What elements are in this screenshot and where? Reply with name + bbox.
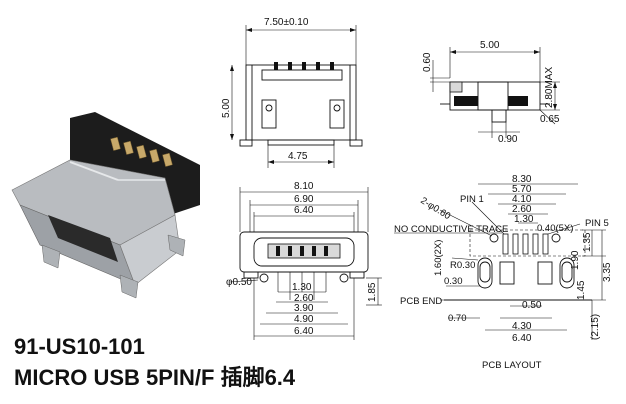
connector-render — [11, 112, 200, 299]
pcb-r4: 1.45 — [576, 280, 587, 300]
pcb-top-3: 4.10 — [512, 194, 532, 205]
front-top-width: 7.50±0.10 — [264, 17, 309, 28]
bottom-p5: 6.40 — [294, 326, 314, 337]
part-number: 91-US10-101 — [14, 334, 145, 359]
bottom-p4: 4.90 — [294, 314, 314, 325]
front-bottom-width: 4.75 — [288, 151, 308, 162]
pcb-pitch: 0.40(5X) — [537, 223, 573, 234]
pcb-r3: 3.35 — [602, 262, 613, 282]
pcb-b3: 6.40 — [512, 333, 532, 344]
side-max-height: 2.80MAX — [544, 67, 555, 108]
pcb-top-2: 5.70 — [512, 184, 532, 195]
pcb-end-label: PCB END — [400, 296, 442, 307]
side-pin-offset: 0.90 — [498, 134, 518, 145]
pcb-b1: 0.50 — [522, 300, 542, 311]
side-pin-thickness: 0.65 — [540, 114, 560, 125]
bottom-p1: 1.30 — [292, 282, 312, 293]
pcb-top-4: 2.60 — [512, 204, 532, 215]
pcb-no-conductive: NO CONDUCTIVE TRACE — [394, 224, 508, 235]
pcb-radius: R0.30 — [450, 260, 475, 271]
part-description: MICRO USB 5PIN/F 插脚6.4 — [14, 365, 296, 390]
pcb-pad-w: 1.60(2X) — [433, 240, 444, 276]
pcb-holes: 2-φ0.60 — [418, 195, 452, 222]
pcb-r1: 1.35 — [582, 232, 593, 252]
bottom-h: 1.85 — [367, 282, 378, 302]
bottom-w3: 6.40 — [294, 205, 314, 216]
side-top-offset: 0.60 — [422, 52, 433, 72]
bottom-view: 8.10 6.90 6.40 — [226, 181, 382, 340]
pcb-r5: (2.15) — [590, 314, 601, 340]
pcb-b2: 4.30 — [512, 321, 532, 332]
bottom-p3: 3.90 — [294, 303, 314, 314]
pcb-pin5: PIN 5 — [585, 218, 609, 229]
bottom-w1: 8.10 — [294, 181, 314, 192]
pcb-pin1: PIN 1 — [460, 194, 484, 205]
front-height: 5.00 — [221, 98, 232, 118]
side-length: 5.00 — [480, 40, 500, 51]
pcb-r2: 1.90 — [570, 250, 581, 270]
side-view: 5.00 0.60 2.80MAX 0.90 0.65 — [422, 40, 560, 145]
front-view: 7.50±0.10 5.00 4.75 — [221, 17, 363, 168]
pcb-pad-gap: 0.30 — [444, 276, 463, 287]
pcb-caption: PCB LAYOUT — [482, 360, 542, 371]
pcb-edge: 0.70 — [448, 313, 467, 324]
bottom-p2: 2.60 — [294, 293, 314, 304]
bottom-w2: 6.90 — [294, 194, 314, 205]
pcb-top-5: 1.30 — [514, 214, 534, 225]
bottom-hole: φ0.50 — [226, 277, 252, 288]
pcb-top-1: 8.30 — [512, 174, 532, 185]
pcb-layout: 8.30 5.70 4.10 2.60 1.30 PCB END — [394, 174, 613, 371]
